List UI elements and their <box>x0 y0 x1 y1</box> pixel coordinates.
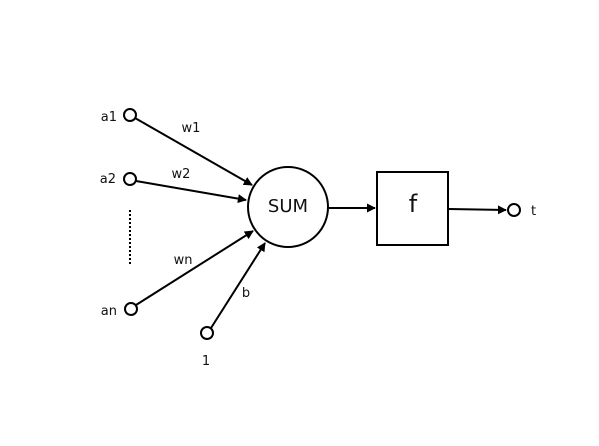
weight-label-w2: w2 <box>172 167 191 182</box>
edge-an-to-sum <box>135 230 254 306</box>
input-terminal-bias <box>200 326 214 340</box>
output-terminal <box>507 203 521 217</box>
weight-label-wn: wn <box>174 253 193 268</box>
input-label-a1: a1 <box>101 110 117 125</box>
edge-a2-to-sum <box>135 180 247 204</box>
sum-node-label: SUM <box>268 196 308 217</box>
weight-label-b: b <box>242 286 250 301</box>
input-terminal-a2 <box>123 172 137 186</box>
input-label-a2: a2 <box>100 172 116 187</box>
input-label-bias: 1 <box>202 354 210 369</box>
input-terminal-a1 <box>123 108 137 122</box>
input-label-an: an <box>101 304 117 319</box>
edge-f-to-output <box>448 205 507 215</box>
input-terminal-an <box>124 302 138 316</box>
sum-node <box>247 166 329 248</box>
activation-box <box>376 171 449 246</box>
weight-label-w1: w1 <box>182 121 201 136</box>
edge-bias-to-sum <box>210 242 266 329</box>
edge-a1-to-sum <box>134 117 253 186</box>
activation-label: f <box>409 190 418 218</box>
output-label: t <box>531 204 536 219</box>
